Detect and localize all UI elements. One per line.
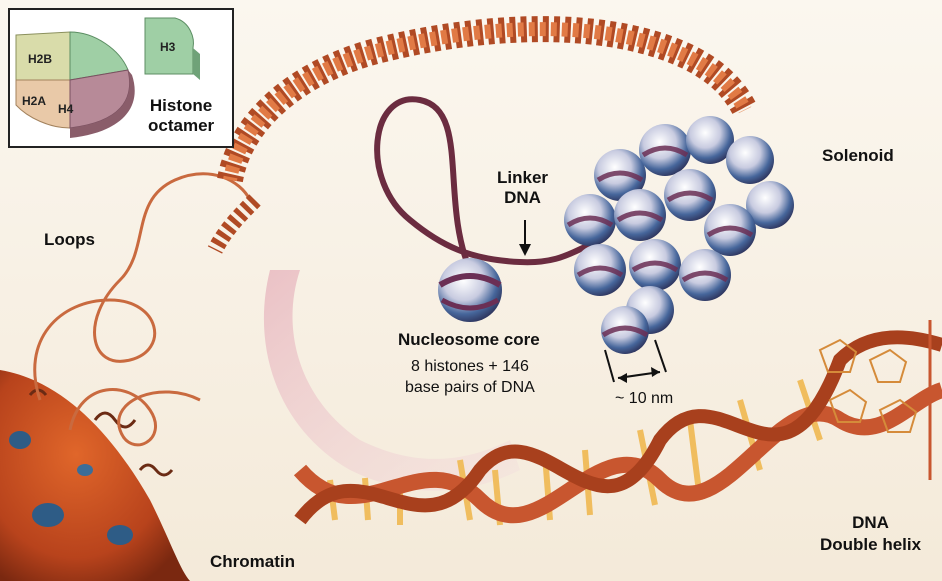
linker-arrow xyxy=(519,220,531,256)
h2a-label: H2A xyxy=(22,94,46,108)
chromatin-label: Chromatin xyxy=(210,552,295,572)
solenoid-label: Solenoid xyxy=(822,146,894,166)
h2b-label: H2B xyxy=(28,52,52,66)
nucleosome-description: 8 histones + 146 base pairs of DNA xyxy=(405,356,535,398)
dna-double-helix-label: DNA Double helix xyxy=(820,512,921,556)
h4-label: H4 xyxy=(58,102,73,116)
solenoid-nucleosomes xyxy=(564,116,794,354)
h3-label: H3 xyxy=(160,40,175,54)
nucleosome-core-bead xyxy=(438,258,502,322)
linker-dna-label: Linker DNA xyxy=(497,168,548,208)
loops-label: Loops xyxy=(44,230,95,250)
histone-octamer-label: Histone octamer xyxy=(148,96,214,136)
width-label: ~ 10 nm xyxy=(615,390,673,408)
histone-octamer-inset: H2B H2A H4 H3 Histone octamer xyxy=(8,8,234,148)
linker-strand xyxy=(377,99,590,270)
nucleosome-core-label: Nucleosome core xyxy=(398,330,540,350)
chromatin-blob xyxy=(0,370,190,581)
